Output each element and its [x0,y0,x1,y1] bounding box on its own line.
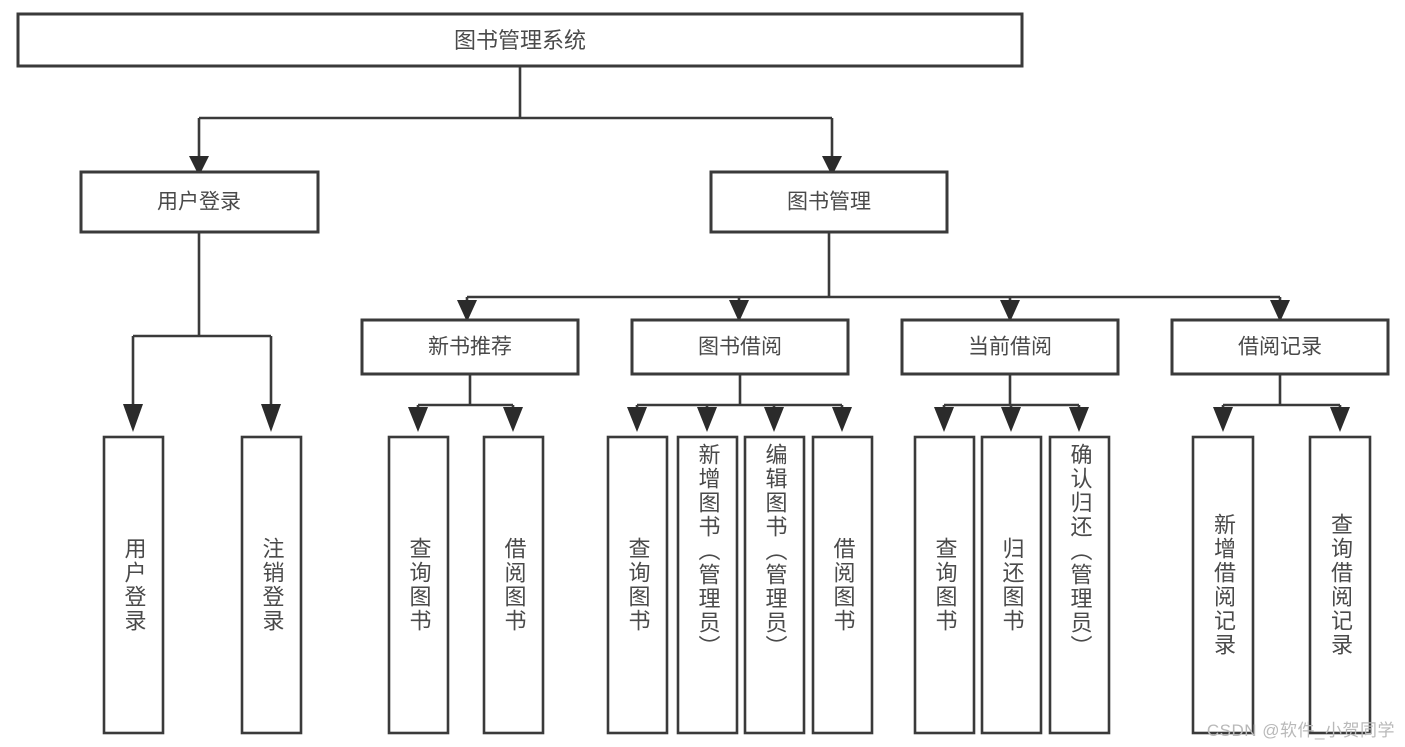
leaf-box-user-login-1[interactable] [102,435,165,735]
connector-root-to-level2 [189,66,842,176]
leaf-box-book-borrow-2[interactable] [676,435,739,735]
leaf-box-current-borrow-1[interactable] [913,435,976,735]
watermark: CSDN @软件_小贺同学 [1206,721,1395,740]
node-root[interactable]: 图书管理系统 [16,12,1024,68]
connector-currentborrow-to-leaves [934,374,1089,432]
connector-borrowrecord-to-leaves [1213,374,1350,432]
connector-newbook-to-leaves [408,374,523,432]
node-current-borrow[interactable]: 当前借阅 [900,318,1120,376]
leaf-box-new-book-1[interactable] [387,435,450,735]
node-borrow-record-label: 借阅记录 [1238,336,1322,359]
leaf-box-book-borrow-1[interactable] [606,435,669,735]
connector-bookborrow-to-leaves [627,374,852,432]
leaf-box-book-borrow-4[interactable] [811,435,874,735]
leaf-box-new-book-2[interactable] [482,435,545,735]
leaf-box-current-borrow-3[interactable] [1048,435,1111,735]
node-root-label: 图书管理系统 [454,28,586,53]
node-book-management[interactable]: 图书管理 [709,170,949,234]
node-current-borrow-label: 当前借阅 [968,336,1052,359]
node-user-login[interactable]: 用户登录 [79,170,320,234]
connector-bookmgmt-to-level3 [457,232,1290,322]
node-book-borrow-label: 图书借阅 [698,336,782,359]
node-book-borrow[interactable]: 图书借阅 [630,318,850,376]
leaf-box-book-borrow-3[interactable] [743,435,806,735]
node-borrow-record[interactable]: 借阅记录 [1170,318,1390,376]
leaf-box-borrow-record-1[interactable] [1191,435,1255,735]
node-user-login-label: 用户登录 [157,191,241,214]
leaf-box-user-login-2[interactable] [240,435,303,735]
connector-userlogin-to-leaves [123,232,281,432]
leaf-box-borrow-record-2[interactable] [1308,435,1372,735]
node-book-management-label: 图书管理 [787,191,871,214]
node-new-book-recommend-label: 新书推荐 [428,336,512,359]
leaf-box-current-borrow-2[interactable] [980,435,1043,735]
node-new-book-recommend[interactable]: 新书推荐 [360,318,580,376]
